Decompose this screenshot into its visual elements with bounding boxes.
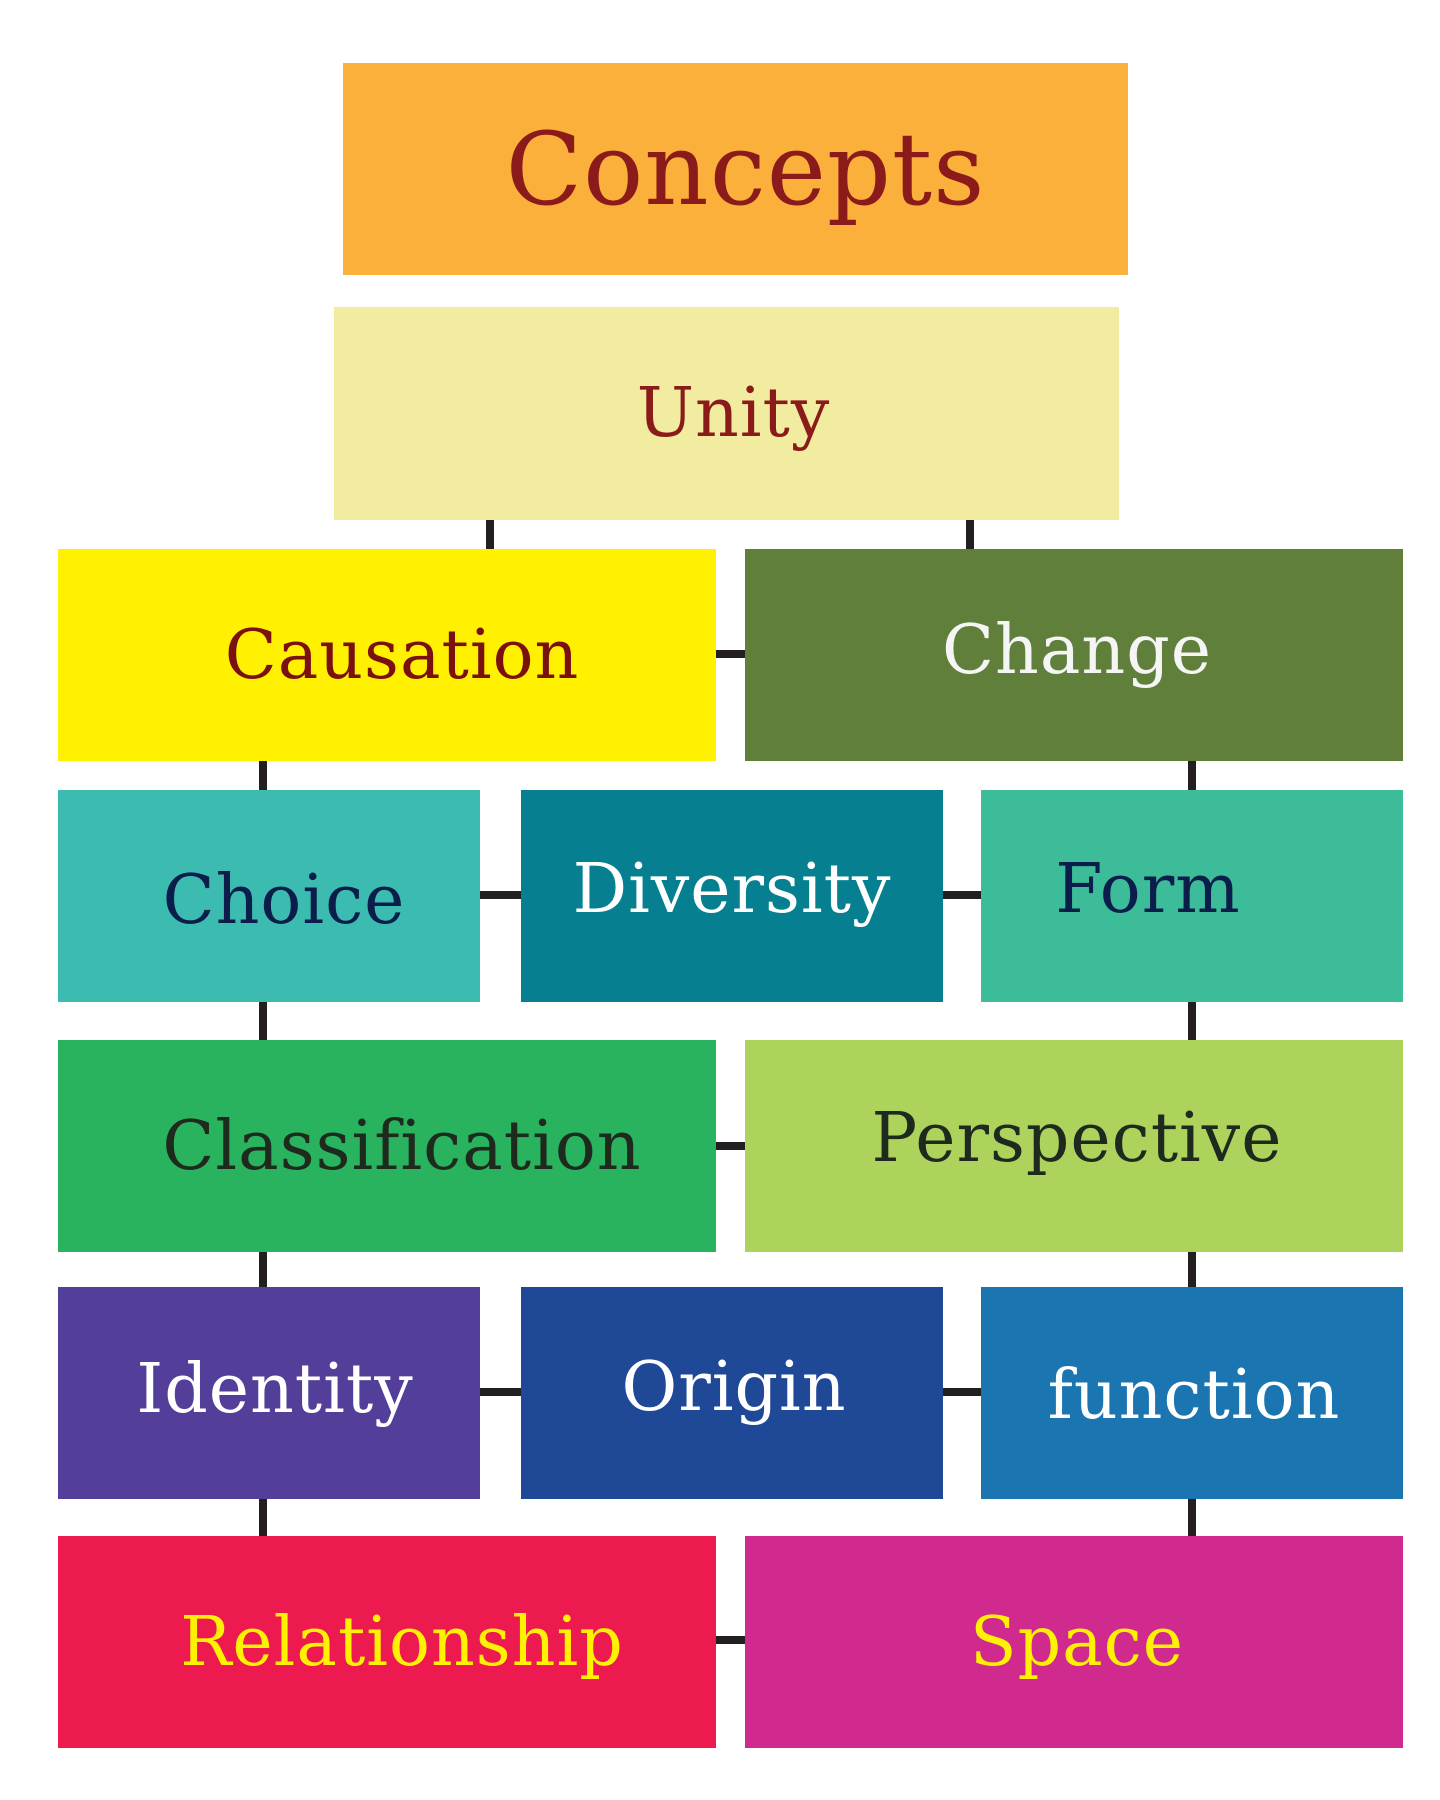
node-causation: Causation — [58, 549, 716, 761]
connector-classification-perspective — [716, 1142, 745, 1150]
title-box: Concepts — [343, 63, 1128, 275]
node-label-classification: Classification — [162, 1106, 642, 1186]
node-perspective: Perspective — [745, 1040, 1403, 1252]
node-choice: Choice — [58, 790, 480, 1002]
connector-causation-change — [716, 650, 745, 658]
node-label-perspective: Perspective — [871, 1098, 1283, 1178]
connector-form-perspective — [1188, 1002, 1196, 1040]
connector-relationship-space — [716, 1636, 745, 1644]
connector-choice-diversity — [480, 891, 521, 899]
connector-choice-classification — [259, 1002, 267, 1040]
node-origin: Origin — [521, 1287, 943, 1499]
node-relationship: Relationship — [58, 1536, 716, 1748]
connector-causation-choice — [259, 761, 267, 790]
node-label-identity: Identity — [136, 1349, 414, 1429]
node-change: Change — [745, 549, 1403, 761]
connector-function-space — [1188, 1499, 1196, 1536]
node-label-space: Space — [970, 1602, 1184, 1682]
connector-origin-function — [943, 1388, 981, 1396]
connector-diversity-form — [943, 891, 981, 899]
connector-change-form — [1188, 761, 1196, 790]
node-form: Form — [981, 790, 1403, 1002]
connector-identity-relationship — [259, 1499, 267, 1536]
connector-classification-identity — [259, 1252, 267, 1287]
node-label-diversity: Diversity — [572, 849, 892, 929]
node-label-unity: Unity — [636, 374, 831, 453]
node-space: Space — [745, 1536, 1403, 1748]
node-diversity: Diversity — [521, 790, 943, 1002]
node-label-relationship: Relationship — [180, 1602, 624, 1682]
connector-unity-causation — [486, 520, 494, 549]
connector-identity-origin — [480, 1388, 521, 1396]
node-label-form: Form — [1055, 849, 1241, 929]
node-label-change: Change — [942, 610, 1212, 690]
diagram-title: Concepts — [505, 110, 986, 228]
node-unity: Unity — [334, 307, 1119, 520]
connector-unity-change — [966, 520, 974, 549]
node-function: function — [981, 1287, 1403, 1499]
node-label-choice: Choice — [162, 860, 406, 940]
node-label-causation: Causation — [224, 615, 580, 695]
node-label-function: function — [1047, 1355, 1341, 1435]
node-label-origin: Origin — [621, 1347, 847, 1427]
connector-perspective-function — [1188, 1252, 1196, 1287]
node-classification: Classification — [58, 1040, 716, 1252]
node-identity: Identity — [58, 1287, 480, 1499]
